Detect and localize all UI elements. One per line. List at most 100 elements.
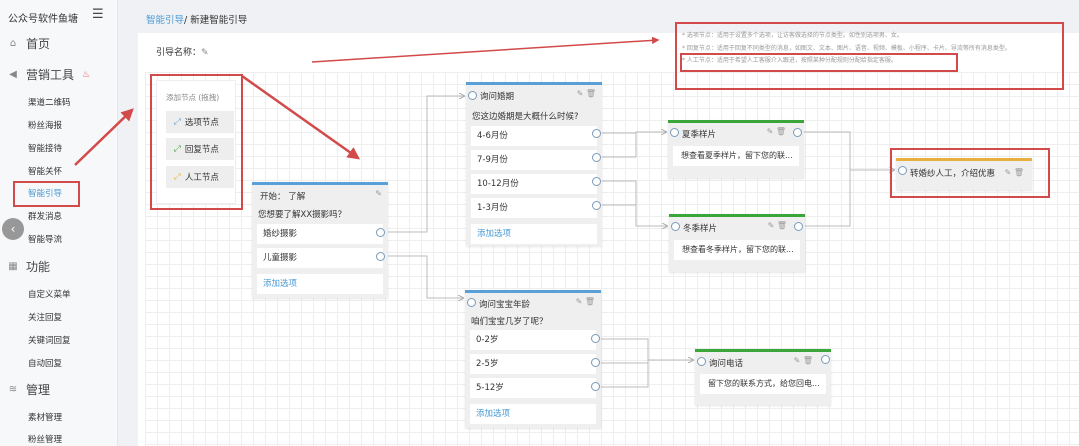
- node-bar: [466, 82, 602, 85]
- wedding-date-node[interactable]: 询问婚期 ✎ 🗑 您这边婚期是大概什么时候? 4-6月份 7-9月份 10-12…: [466, 82, 602, 246]
- palette-manual-node[interactable]: ⤢人工节点: [166, 166, 234, 188]
- nav-smart-reception[interactable]: 智能接待: [28, 144, 63, 154]
- node-question: 您想要了解XX摄影吗？: [258, 210, 347, 220]
- edit-delete-icons[interactable]: ✎ 🗑: [576, 89, 596, 98]
- nav-materials[interactable]: 素材管理: [28, 413, 63, 423]
- edit-delete-icons[interactable]: ✎ 🗑: [767, 221, 787, 230]
- nav-label: 营销工具: [26, 68, 75, 82]
- node-question: 咱们宝宝几岁了呢？: [471, 317, 548, 327]
- input-port[interactable]: [467, 298, 476, 307]
- guide-name-field[interactable]: 引导名称：✎: [156, 45, 209, 58]
- output-port[interactable]: [591, 334, 600, 343]
- palette-reply-node[interactable]: ⤢回复节点: [166, 138, 234, 160]
- input-port[interactable]: [468, 91, 477, 100]
- brand-title: 公众号软件鱼塘: [8, 14, 78, 25]
- node-option[interactable]: 10-12月份: [471, 174, 597, 194]
- home-icon: ⌂: [9, 38, 17, 49]
- summer-sample-node[interactable]: 夏季样片 ✎ 🗑 想查看夏季样片，留下您的联...: [668, 120, 804, 178]
- nav-functions[interactable]: ▦功能: [8, 258, 50, 275]
- output-port[interactable]: [592, 201, 601, 210]
- nav-smart-care[interactable]: 智能关怀: [28, 167, 63, 177]
- start-node[interactable]: 开始： 了解 ✎ 您想要了解XX摄影吗？ 婚纱摄影 儿童摄影 添加选项: [252, 182, 388, 298]
- node-title: 询问婚期: [480, 92, 515, 102]
- winter-sample-node[interactable]: 冬季样片 ✎ 🗑 想查看冬季样片，留下您的联...: [669, 214, 805, 272]
- node-title: 询问电话: [709, 359, 744, 369]
- tips-panel: * 选项节点：适用于设置多个选项，让访客做选择的节点类型。如性别选项男、女。 *…: [682, 30, 1062, 68]
- sidebar: 公众号软件鱼塘 ☰ ⌂首页 ◀营销工具♨ 渠道二维码 粉丝海报 智能接待 智能关…: [0, 0, 118, 446]
- tip-manual-node: * 人工节点：适用于希望人工客服介入跟进，按照某种分配规则分配给指定客服。: [682, 57, 897, 64]
- palette-item-label: 人工节点: [184, 173, 219, 183]
- megaphone-icon: ◀: [9, 69, 17, 80]
- node-question: 您这边婚期是大概什么时候?: [472, 112, 579, 122]
- palette-item-label: 选项节点: [184, 118, 219, 128]
- nav-broadcast[interactable]: 群发消息: [28, 212, 63, 222]
- output-port[interactable]: [591, 358, 600, 367]
- nav-channel-qr[interactable]: 渠道二维码: [28, 98, 71, 108]
- node-message: 想查看夏季样片，留下您的联...: [673, 146, 799, 166]
- node-option[interactable]: 5-12岁: [470, 378, 596, 398]
- input-port[interactable]: [898, 166, 907, 175]
- node-title: 询问宝宝年龄: [479, 300, 531, 310]
- node-option[interactable]: 2-5岁: [470, 354, 596, 374]
- node-bar: [252, 182, 388, 185]
- input-port[interactable]: [697, 357, 706, 366]
- palette-option-node[interactable]: ⤢选项节点: [166, 111, 234, 133]
- nav-smart-diversion[interactable]: 智能导流: [28, 235, 63, 245]
- output-port[interactable]: [592, 129, 601, 138]
- menu-toggle-icon[interactable]: ☰: [92, 7, 104, 22]
- link-icon: ⤢: [174, 172, 181, 182]
- input-port[interactable]: [671, 222, 680, 231]
- node-option[interactable]: 4-6月份: [471, 126, 597, 146]
- node-option[interactable]: 1-3月份: [471, 198, 597, 218]
- node-option[interactable]: 7-9月份: [471, 150, 597, 170]
- nav-keyword-reply[interactable]: 关键词回复: [28, 336, 71, 346]
- baby-age-node[interactable]: 询问宝宝年龄 ✎ 🗑 咱们宝宝几岁了呢？ 0-2岁 2-5岁 5-12岁 添加选…: [465, 290, 601, 428]
- ask-phone-node[interactable]: 询问电话 ✎ 🗑 留下您的联系方式，给您回电...: [695, 349, 831, 405]
- output-port[interactable]: [794, 222, 803, 231]
- nav-fan-poster[interactable]: 粉丝海报: [28, 121, 63, 131]
- nav-custom-menu[interactable]: 自定义菜单: [28, 290, 71, 300]
- add-option-button[interactable]: 添加选项: [257, 274, 383, 294]
- add-option-button[interactable]: 添加选项: [470, 404, 596, 424]
- nav-home[interactable]: ⌂首页: [8, 35, 50, 52]
- link-icon: ⤢: [174, 144, 181, 154]
- edit-icon[interactable]: ✎: [375, 189, 382, 198]
- nav-smart-guide[interactable]: 智能引导: [28, 189, 63, 199]
- output-port[interactable]: [592, 153, 601, 162]
- annotation-box: [13, 181, 80, 207]
- output-port[interactable]: [793, 128, 802, 137]
- nav-auto-reply[interactable]: 自动回复: [28, 359, 63, 369]
- node-option[interactable]: 婚纱摄影: [257, 224, 383, 244]
- edit-delete-icons[interactable]: ✎ 🗑: [1004, 168, 1024, 177]
- tip-option-node: * 选项节点：适用于设置多个选项，让访客做选择的节点类型。如性别选项男、女。: [682, 32, 903, 39]
- output-port[interactable]: [592, 177, 601, 186]
- nav-management[interactable]: ≋管理: [8, 381, 50, 398]
- node-bar: [668, 120, 804, 123]
- add-option-button[interactable]: 添加选项: [471, 224, 597, 244]
- nav-follow-reply[interactable]: 关注回复: [28, 313, 63, 323]
- edit-icon[interactable]: ✎: [201, 48, 209, 58]
- breadcrumb: 智能引导/ 新建智能引导: [146, 12, 247, 26]
- nav-fans[interactable]: 粉丝管理: [28, 435, 63, 445]
- output-port[interactable]: [376, 228, 385, 237]
- output-port[interactable]: [591, 382, 600, 391]
- palette-item-label: 回复节点: [184, 145, 219, 155]
- collapse-sidebar-button[interactable]: ‹: [2, 218, 24, 240]
- link-icon: ⤢: [174, 117, 181, 127]
- annotation-box: [675, 22, 1064, 90]
- nav-marketing[interactable]: ◀营销工具♨: [8, 66, 90, 83]
- manual-node[interactable]: 转婚纱人工，介绍优惠 ✎ 🗑: [896, 158, 1032, 190]
- node-title: 冬季样片: [683, 224, 718, 234]
- output-port[interactable]: [376, 252, 385, 261]
- output-port[interactable]: [821, 355, 830, 364]
- annotation-box: [890, 148, 1050, 198]
- breadcrumb-parent[interactable]: 智能引导: [146, 15, 185, 26]
- edit-delete-icons[interactable]: ✎ 🗑: [766, 127, 786, 136]
- node-option[interactable]: 0-2岁: [470, 330, 596, 350]
- edit-delete-icons[interactable]: ✎ 🗑: [575, 297, 595, 306]
- node-bar: [695, 349, 831, 352]
- edit-delete-icons[interactable]: ✎ 🗑: [793, 356, 813, 365]
- nav-label: 功能: [26, 260, 51, 274]
- input-port[interactable]: [670, 128, 679, 137]
- node-option[interactable]: 儿童摄影: [257, 248, 383, 268]
